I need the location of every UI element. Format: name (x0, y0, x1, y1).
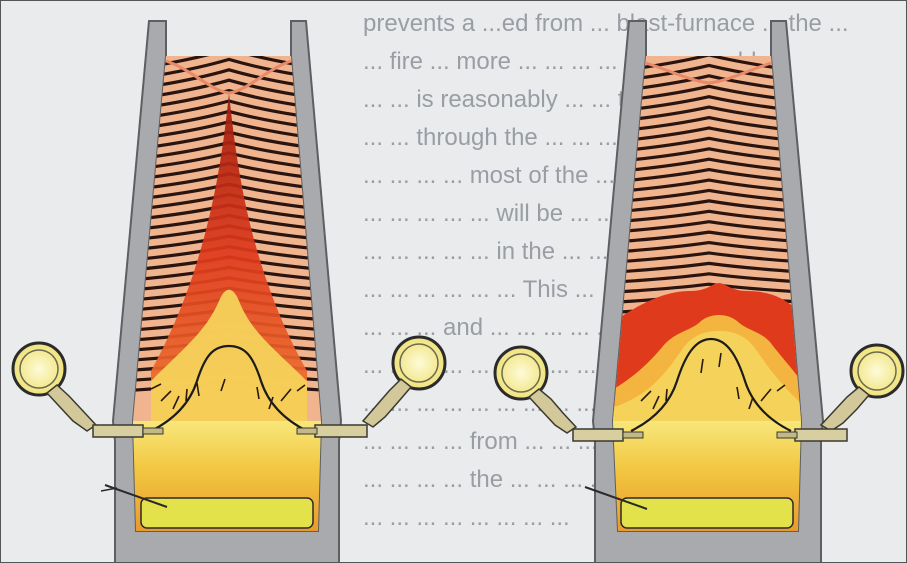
slag-pool-left (141, 498, 313, 528)
furnace-left (13, 21, 445, 562)
slag-pool-right (621, 498, 793, 528)
furnace-right (495, 21, 903, 562)
